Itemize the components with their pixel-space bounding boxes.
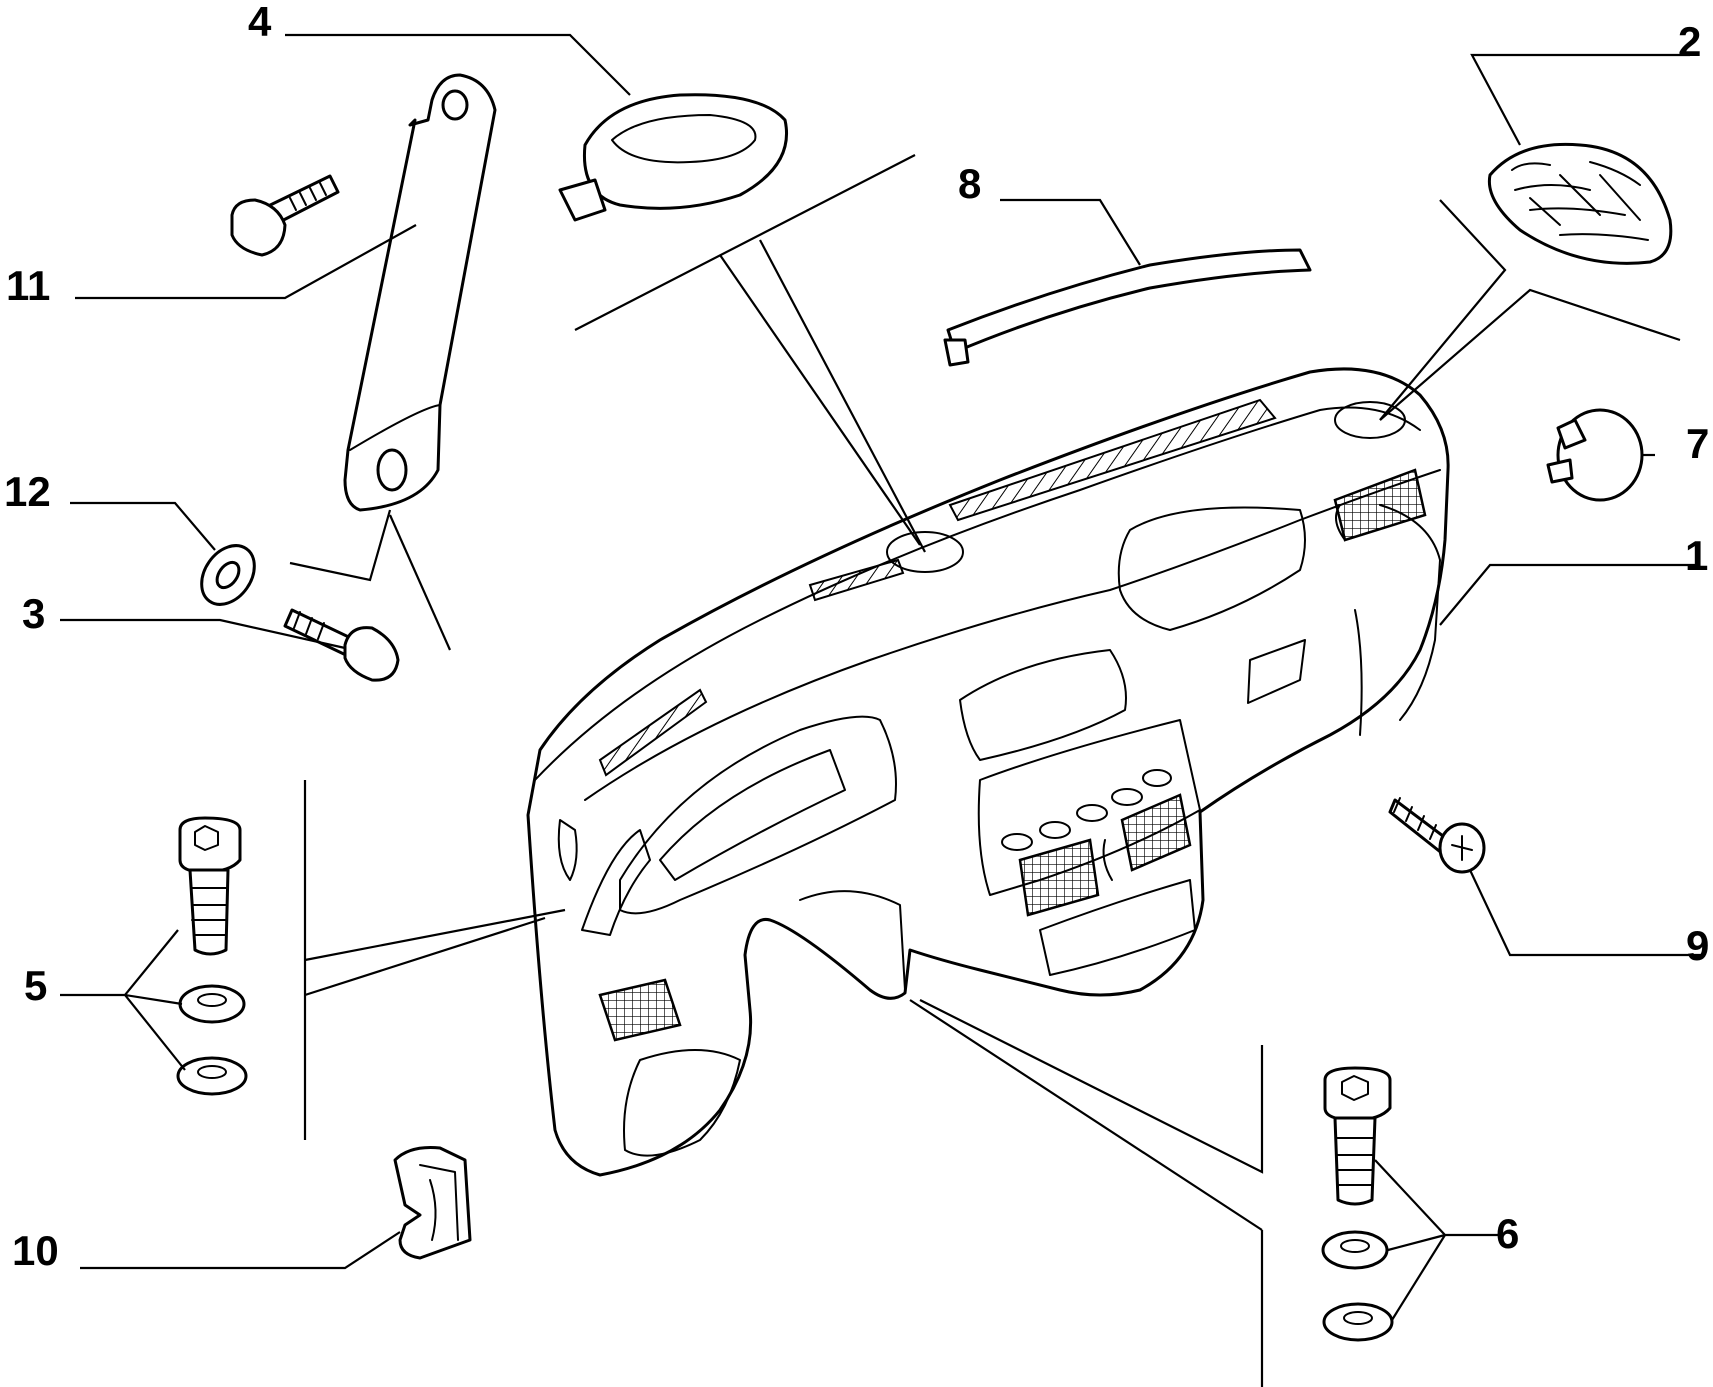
callout-1: 1 <box>1685 532 1708 579</box>
screw-set-5 <box>176 816 248 1096</box>
washer-12 <box>200 544 256 606</box>
bracket-bolt <box>230 174 340 257</box>
callout-9: 9 <box>1686 922 1709 969</box>
callout-6: 6 <box>1496 1210 1519 1257</box>
clip-10 <box>393 1146 472 1260</box>
callout-8: 8 <box>958 160 981 207</box>
right-speaker-grille <box>1487 142 1673 265</box>
screw-9 <box>1388 797 1486 874</box>
callout-11: 11 <box>6 262 50 309</box>
callout-4: 4 <box>248 0 272 45</box>
screw-set-6 <box>1321 1066 1394 1342</box>
callout-7: 7 <box>1686 420 1709 467</box>
dashboard-panel <box>526 367 1450 1177</box>
callout-labels: 1 2 3 4 5 6 7 8 9 10 11 12 <box>4 0 1709 1274</box>
callout-5: 5 <box>24 962 47 1009</box>
cap-plug <box>1546 408 1644 502</box>
seal-strip <box>943 248 1312 367</box>
leader-lines <box>60 33 1705 1387</box>
mounting-bracket <box>343 73 497 512</box>
bolt-3 <box>283 608 400 682</box>
callout-2: 2 <box>1678 18 1701 65</box>
callout-10: 10 <box>12 1227 59 1274</box>
callout-12: 12 <box>4 468 51 515</box>
callout-3: 3 <box>22 590 45 637</box>
center-speaker-grille <box>558 93 788 222</box>
